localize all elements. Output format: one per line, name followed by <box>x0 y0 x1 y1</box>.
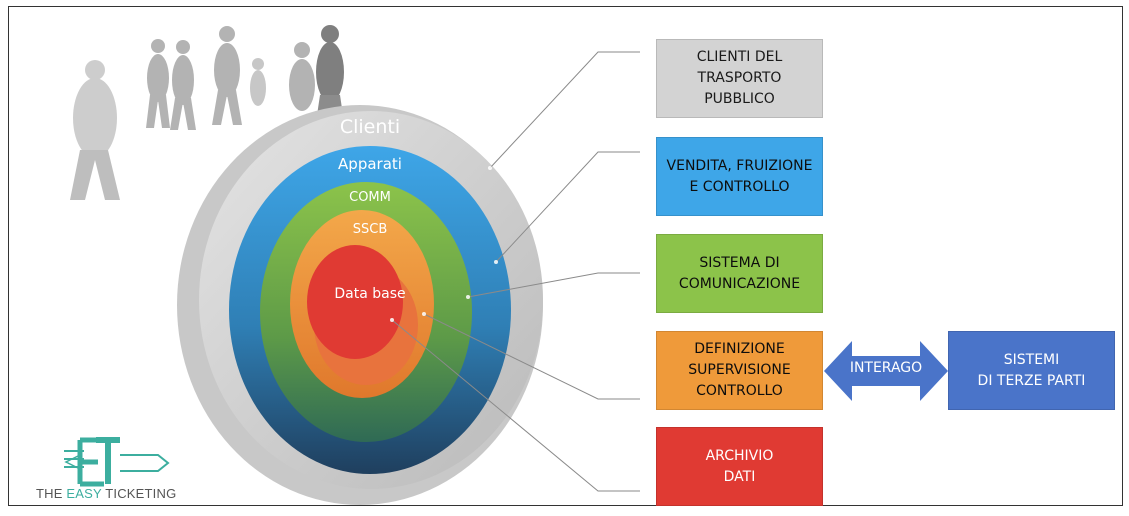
box-definizione-text: DEFINIZIONE SUPERVISIONE CONTROLLO <box>688 341 791 399</box>
box-terze-text: SISTEMI DI TERZE PARTI <box>977 351 1086 389</box>
box-definizione-supervisione: DEFINIZIONE SUPERVISIONE CONTROLLO <box>656 331 823 410</box>
box-archivio-text: ARCHIVIO DATI <box>705 447 774 485</box>
ring-label-apparati: Apparati <box>338 155 402 173</box>
box-sistema-comunicazione: SISTEMA DI COMUNICAZIONE <box>656 234 823 313</box>
ring-label-comm: COMM <box>349 190 391 205</box>
ring-label-database: Data base <box>334 286 406 302</box>
logo-mark <box>64 437 170 487</box>
interago-double-arrow <box>824 341 948 401</box>
ring-database <box>307 245 418 385</box>
logo-ticketing: TICKETING <box>101 486 177 501</box>
box-clienti-text: CLIENTI DEL TRASPORTO PUBBLICO <box>696 49 783 107</box>
logo-the: THE <box>36 486 67 501</box>
box-vendita-text: VENDITA, FRUIZIONE E CONTROLLO <box>666 157 813 195</box>
logo-easy: EASY <box>66 486 102 501</box>
ring-label-sscb: SSCB <box>352 222 388 237</box>
connector-lines <box>391 51 640 492</box>
interago-label: INTERAGO <box>849 360 923 376</box>
logo-text: THE EASY TICKETING <box>36 486 176 501</box>
box-vendita-fruizione-controllo: VENDITA, FRUIZIONE E CONTROLLO <box>656 137 823 216</box>
box-sistema-text: SISTEMA DI COMUNICAZIONE <box>678 254 801 292</box>
connector-dots <box>390 166 498 322</box>
people-silhouettes <box>70 25 344 200</box>
box-sistemi-terze-parti: SISTEMI DI TERZE PARTI <box>948 331 1115 410</box>
ring-label-clienti: Clienti <box>339 116 401 138</box>
box-clienti-trasporto-pubblico: CLIENTI DEL TRASPORTO PUBBLICO <box>656 39 823 118</box>
box-archivio-dati: ARCHIVIO DATI <box>656 427 823 506</box>
